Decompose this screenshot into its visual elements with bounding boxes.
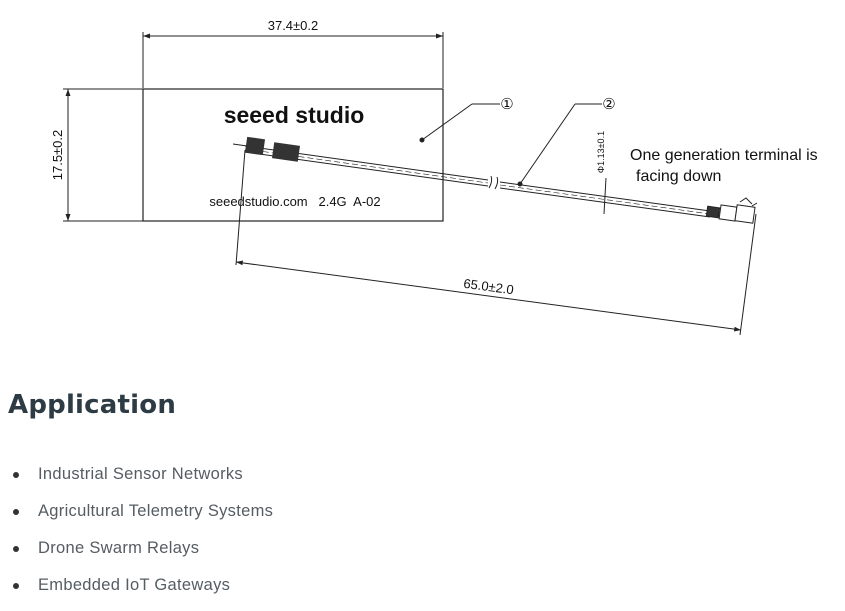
application-item-label: Drone Swarm Relays — [38, 539, 200, 557]
antenna-dimension-drawing: 37.4±0.2 17.5±0.2 seeed studio seeedstud… — [50, 18, 818, 336]
terminal-note-line-1: One generation terminal is — [630, 147, 818, 164]
antenna-board-outline — [142, 88, 444, 222]
terminal-note-line-2: facing down — [636, 168, 721, 185]
bullet-icon — [13, 583, 19, 589]
cable-length-dimension — [235, 149, 757, 336]
application-item-label: Agricultural Telemetry Systems — [38, 502, 274, 520]
application-heading: Application — [8, 390, 177, 420]
application-item-label: Embedded IoT Gateways — [38, 576, 231, 594]
height-dimension — [63, 88, 143, 222]
cable-length-label: 65.0±2.0 — [463, 276, 515, 298]
application-list-item: Drone Swarm Relays — [0, 530, 273, 567]
application-list-item: Agricultural Telemetry Systems — [0, 493, 273, 530]
diameter-marker — [603, 177, 607, 215]
callout-2-leader — [517, 103, 602, 187]
width-dimension — [142, 32, 444, 88]
application-item-label: Industrial Sensor Networks — [38, 465, 243, 483]
board-footer-text: seeedstudio.com 2.4G A-02 — [209, 194, 380, 209]
bullet-icon — [13, 472, 19, 478]
application-list: Industrial Sensor Networks Agricultural … — [0, 456, 273, 604]
application-list-item: Embedded IoT Gateways — [0, 567, 273, 604]
board-brand-logo: seeed studio — [224, 102, 365, 128]
bullet-icon — [13, 546, 19, 552]
callout-1-leader — [419, 103, 500, 143]
solder-pads — [232, 136, 300, 162]
bullet-icon — [13, 509, 19, 515]
callout-2-number: ② — [602, 96, 615, 113]
height-dimension-label: 17.5±0.2 — [50, 130, 65, 181]
cable-diameter-label: Φ1.13±0.1 — [596, 131, 606, 173]
application-list-item: Industrial Sensor Networks — [0, 456, 273, 493]
callout-1-number: ① — [500, 96, 513, 113]
width-dimension-label: 37.4±0.2 — [268, 18, 319, 33]
cable-connector — [705, 197, 758, 224]
